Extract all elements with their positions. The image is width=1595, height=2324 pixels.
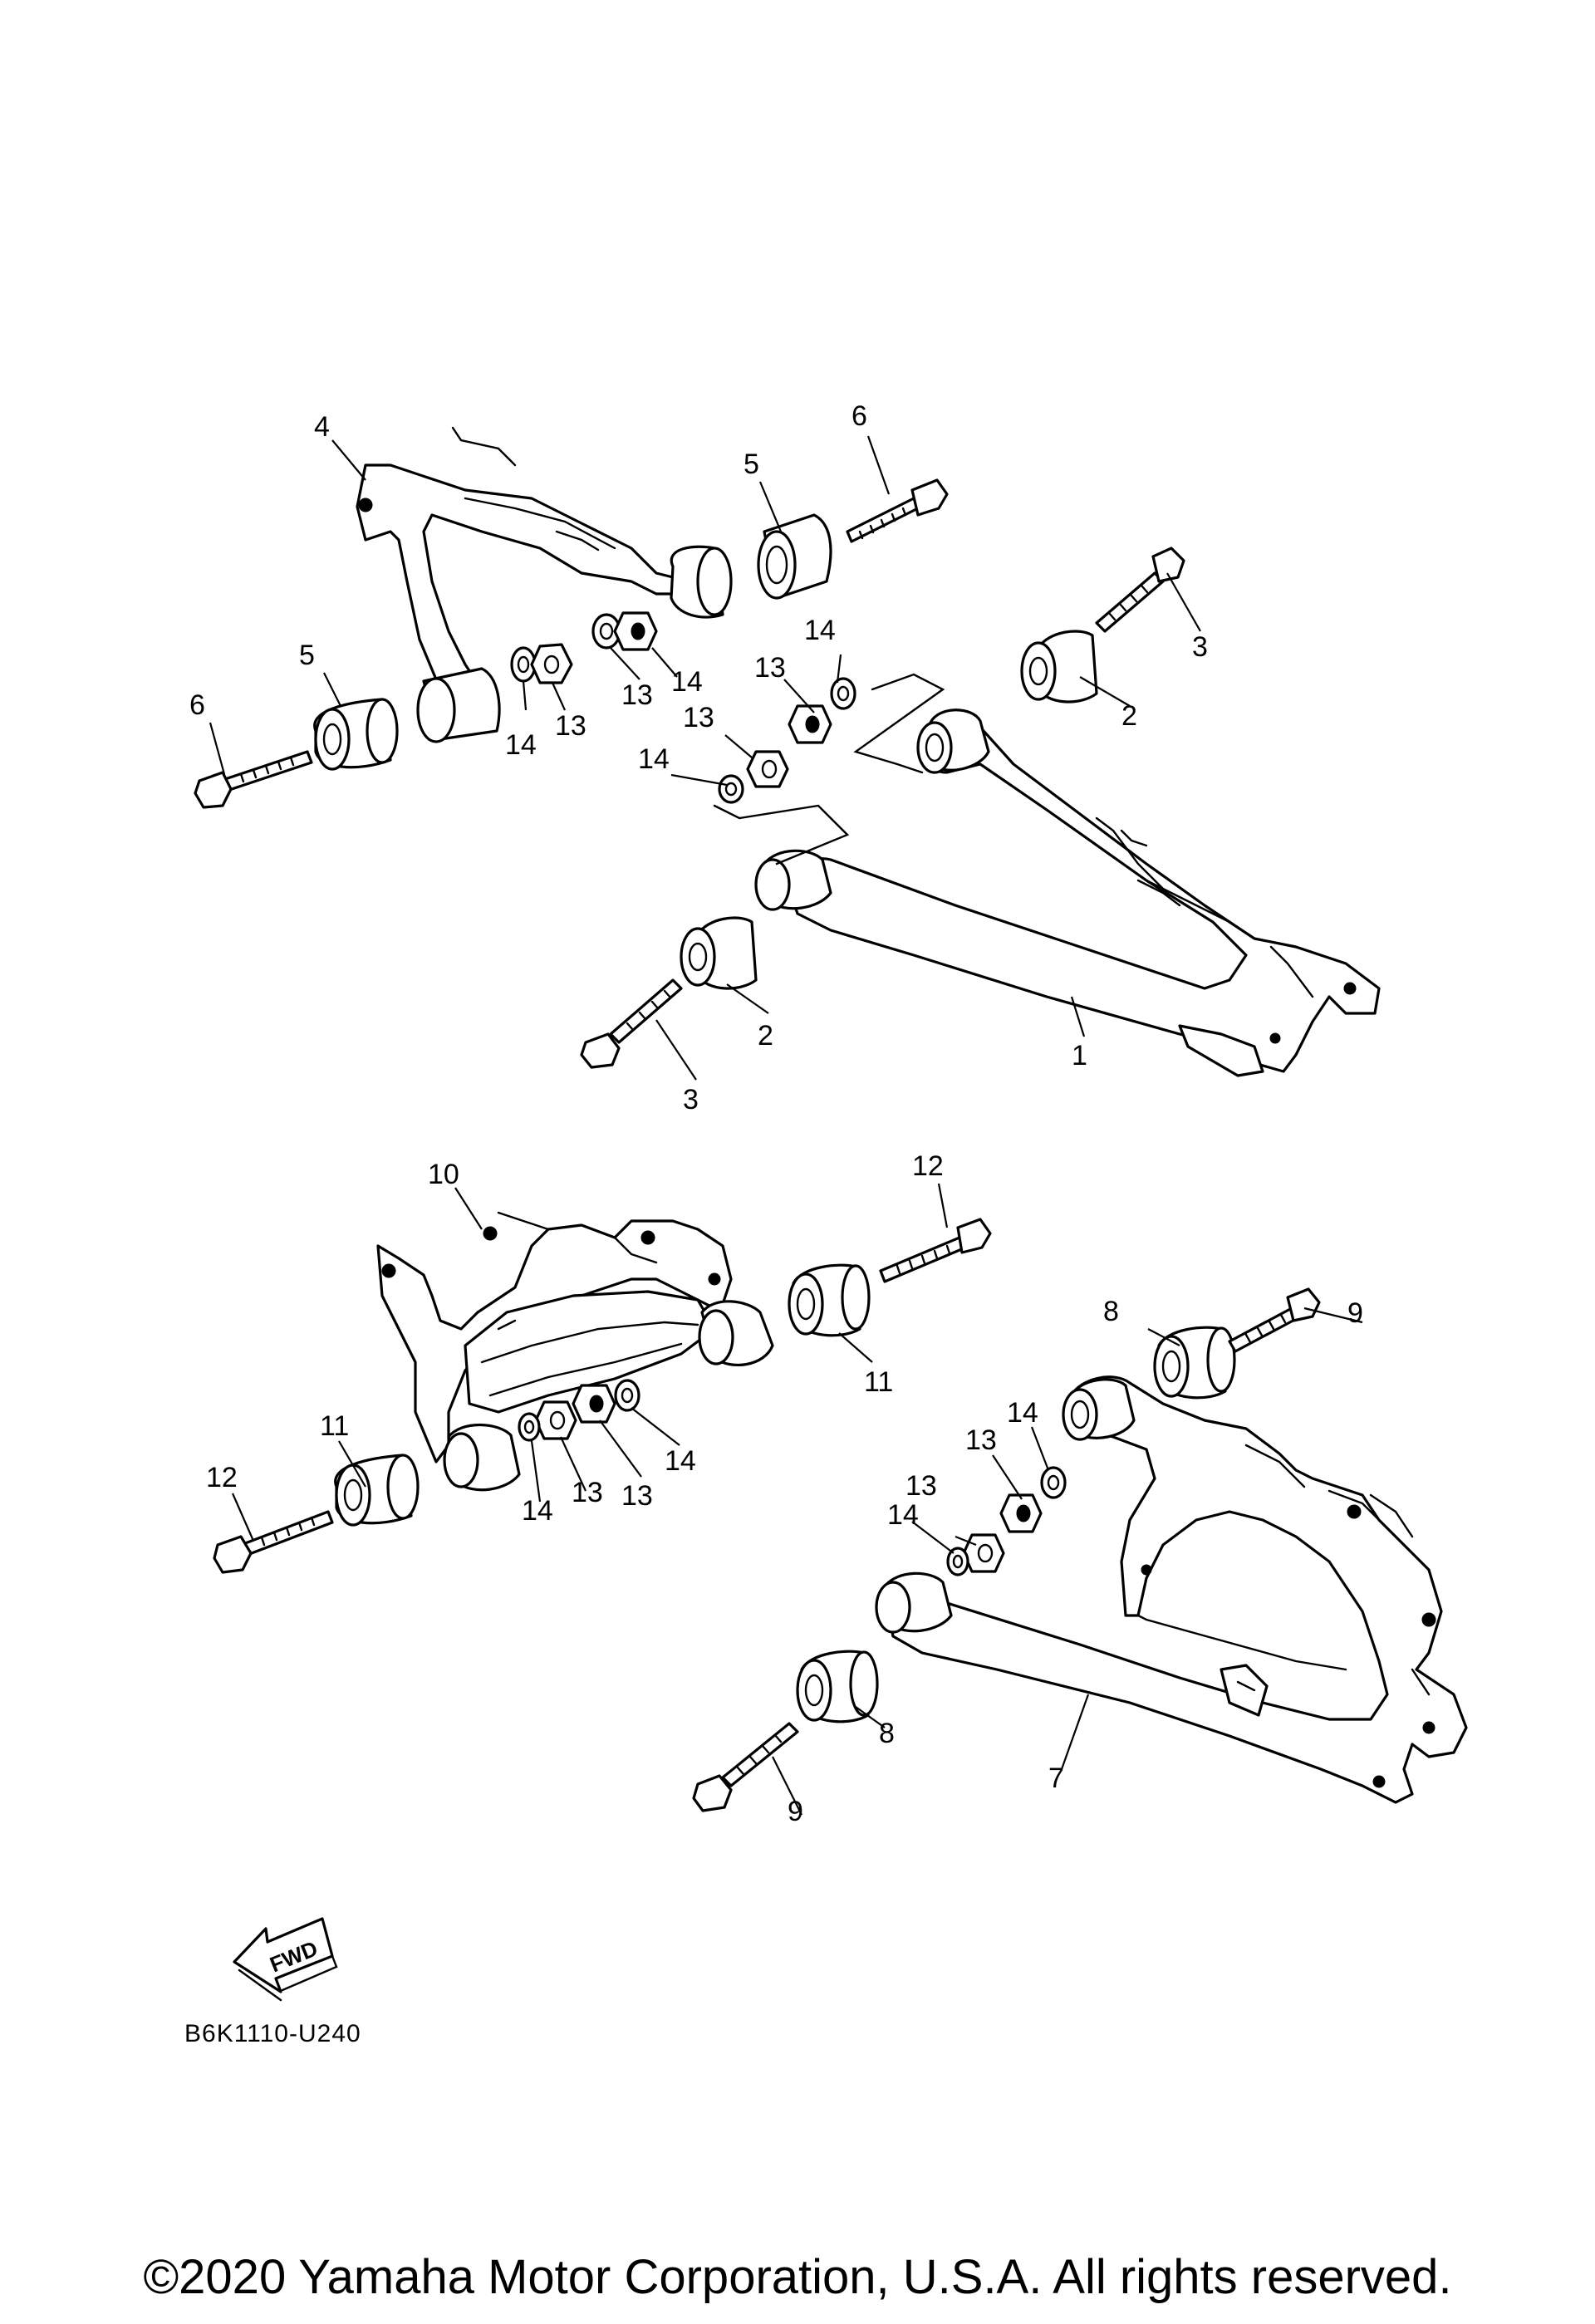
callout-14-center: 14	[671, 666, 703, 698]
callout-5-left: 5	[299, 640, 315, 671]
part-10-arm	[376, 1211, 733, 1464]
callout-10: 10	[428, 1159, 459, 1190]
callout-13-left: 13	[555, 710, 586, 742]
callout-6-left: 6	[189, 689, 205, 721]
callout-11-left: 11	[320, 1410, 349, 1442]
part-11-bushing-left	[334, 1454, 420, 1527]
callout-13-arm7-top: 13	[965, 1424, 997, 1456]
callout-14-arm7-top: 14	[1007, 1397, 1038, 1429]
callout-8-top: 8	[1103, 1296, 1119, 1327]
arm-10-boss-left	[443, 1423, 521, 1492]
callout-1: 1	[1072, 1040, 1087, 1071]
arm-1-boss-lower	[754, 849, 832, 911]
callout-12-top: 12	[912, 1150, 944, 1182]
part-3-bolt-upper	[1095, 547, 1185, 633]
part-5-bushing-lower-left	[313, 698, 399, 771]
hardware-upper-center	[510, 611, 658, 684]
callout-2-top: 2	[1121, 700, 1137, 732]
part-12-bolt-right	[879, 1218, 992, 1283]
callout-11-right: 11	[864, 1366, 893, 1398]
part-9-bolt-lower	[692, 1722, 799, 1812]
callout-3-top: 3	[1192, 631, 1208, 663]
part-8-bushing-upper	[1153, 1326, 1236, 1400]
callout-12-left: 12	[206, 1462, 238, 1493]
callout-13-arm7-mid: 13	[905, 1470, 937, 1502]
part-11-bushing-right	[788, 1263, 871, 1337]
hardware-lower-right	[946, 1466, 1067, 1576]
arm-7-boss-lower	[875, 1571, 953, 1634]
part-6-bolt-lower-left	[194, 750, 313, 809]
part-12-bolt-left	[213, 1510, 334, 1574]
callout-13-center: 13	[621, 679, 653, 711]
callout-6-top: 6	[851, 400, 867, 432]
callout-5-top: 5	[744, 449, 759, 480]
callout-9-top: 9	[1347, 1297, 1363, 1329]
part-9-bolt-upper	[1228, 1287, 1321, 1353]
part-2-bushing-upper	[1020, 630, 1098, 704]
callout-13-lower-left: 13	[572, 1477, 603, 1508]
callout-2-bottom: 2	[758, 1020, 773, 1052]
callout-labels: 4 6 5 5 6 3 2 14 13 14 13 14 13 13 14 2 …	[189, 400, 1363, 1827]
callout-14-lower-right: 14	[665, 1445, 696, 1477]
callout-14-top: 14	[804, 615, 836, 646]
callout-4: 4	[314, 411, 330, 443]
callout-13-lower-mid: 13	[621, 1480, 653, 1512]
forward-direction-arrow: FWD	[233, 1917, 338, 2002]
part-1-a-arm	[788, 713, 1381, 1077]
callout-8-bottom: 8	[879, 1718, 895, 1749]
hardware-upper-pair-right	[718, 677, 856, 804]
callout-14-mid: 14	[638, 743, 670, 775]
arm-boss-lower-left	[416, 667, 501, 743]
callout-3-bottom: 3	[683, 1084, 699, 1115]
part-4-upper-arm-left	[356, 426, 691, 699]
part-3-bolt-lower	[580, 978, 683, 1069]
part-6-bolt-upper-right	[846, 478, 949, 543]
diagram-code: B6K1110-U240	[184, 2020, 361, 2047]
leader-lines-lower	[231, 1183, 1363, 1816]
part-5-bushing-upper-right	[670, 545, 733, 619]
alignment-lines-top	[713, 673, 945, 865]
callout-14-arm7-left: 14	[887, 1499, 919, 1531]
copyright-notice: ©2020 Yamaha Motor Corporation, U.S.A. A…	[143, 2250, 1452, 2304]
callout-14-lower-left: 14	[522, 1495, 553, 1527]
callout-14-left: 14	[505, 729, 537, 761]
part-2-bushing-lower	[680, 916, 758, 990]
arm-1-boss-upper	[916, 708, 990, 774]
part-7-a-arm	[886, 1375, 1468, 1804]
hardware-lower-center	[518, 1379, 640, 1442]
callout-9-bottom: 9	[788, 1796, 803, 1827]
callout-13-top: 13	[754, 652, 786, 684]
part-8-bushing-lower	[796, 1650, 879, 1723]
arm-boss-upper-right	[757, 513, 832, 600]
arm-10-boss-right	[698, 1300, 774, 1366]
leader-lines-top	[209, 435, 1201, 1081]
callout-7: 7	[1048, 1763, 1064, 1794]
arm-7-boss-upper	[1062, 1378, 1136, 1441]
callout-13-mid: 13	[683, 702, 714, 733]
